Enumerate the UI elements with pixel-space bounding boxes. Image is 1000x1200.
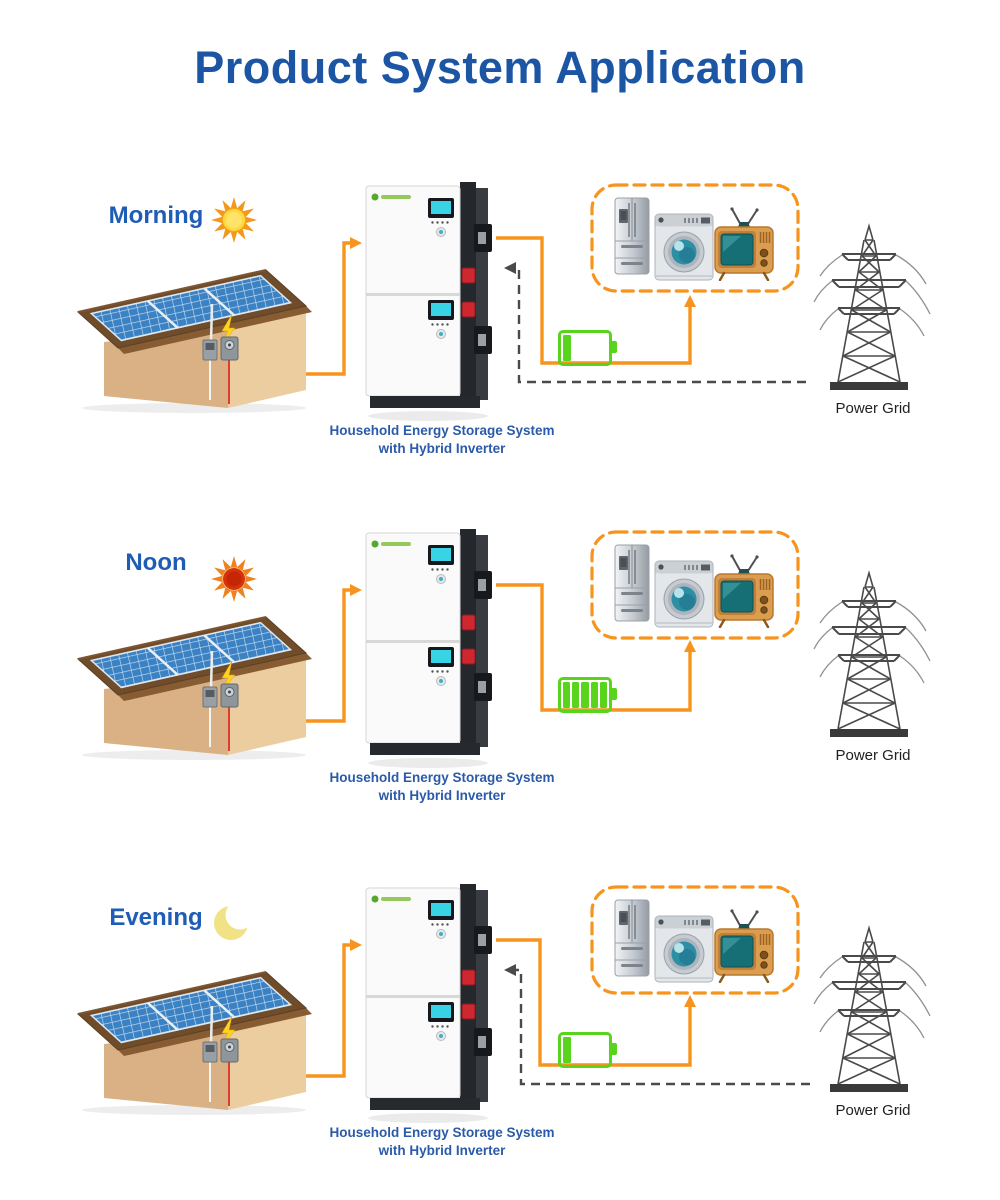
moon-icon	[210, 898, 258, 946]
washing-machine-icon	[654, 213, 714, 281]
arrow-grid-to-storage-evening	[504, 964, 810, 1086]
arrow-storage-to-appliances-morning	[496, 236, 696, 365]
sun-morning-icon	[210, 196, 258, 244]
time-label-evening: Evening	[109, 904, 203, 931]
scene-noon: Noon Household Energy Storage System wit…	[0, 517, 1000, 829]
arrow-house-to-storage-evening	[306, 939, 362, 1078]
battery-icon	[558, 1032, 617, 1068]
refrigerator-icon	[614, 197, 650, 277]
dashed-border	[590, 183, 800, 293]
energy-storage-icon	[362, 176, 504, 422]
house-solar-icon	[76, 944, 316, 1116]
dashed-border	[590, 885, 800, 995]
arrow-house-to-storage-noon	[306, 584, 362, 723]
page-title: Product System Application	[194, 42, 806, 93]
arrow-house-to-storage-morning	[306, 237, 362, 376]
house-solar-icon	[76, 589, 316, 761]
tv-icon	[714, 207, 774, 281]
caption-line2: with Hybrid Inverter	[378, 788, 506, 803]
home-appliances-group	[590, 885, 800, 995]
home-appliances-group	[590, 530, 800, 640]
time-label-morning: Morning	[108, 202, 204, 229]
caption-line2: with Hybrid Inverter	[378, 441, 506, 456]
arrow-storage-to-appliances-evening	[496, 938, 696, 1067]
power-grid-label: Power Grid	[835, 400, 911, 417]
home-appliances-group	[590, 183, 800, 293]
storage-caption: Household Energy Storage System with Hyb…	[310, 1124, 574, 1160]
power-grid-tower-icon	[812, 920, 932, 1100]
caption-line1: Household Energy Storage System	[329, 1125, 555, 1140]
storage-caption: Household Energy Storage System with Hyb…	[310, 769, 574, 805]
arrow-grid-to-storage-morning	[504, 262, 806, 384]
battery-icon	[558, 330, 617, 366]
energy-storage-icon	[362, 523, 504, 769]
caption-line2: with Hybrid Inverter	[378, 1143, 506, 1158]
power-grid-label: Power Grid	[835, 1102, 911, 1119]
power-grid-label: Power Grid	[835, 747, 911, 764]
power-grid-tower-icon	[812, 218, 932, 398]
washing-machine-icon	[654, 915, 714, 983]
washing-machine-icon	[654, 560, 714, 628]
storage-caption: Household Energy Storage System with Hyb…	[310, 422, 574, 458]
power-grid-tower-icon	[812, 565, 932, 745]
tv-icon	[714, 554, 774, 628]
scene-morning: Morning Household Energy Storage System …	[0, 170, 1000, 482]
refrigerator-icon	[614, 544, 650, 624]
time-label-noon: Noon	[125, 549, 187, 576]
caption-line1: Household Energy Storage System	[329, 423, 555, 438]
caption-line1: Household Energy Storage System	[329, 770, 555, 785]
dashed-border	[590, 530, 800, 640]
scene-evening: Evening Household Energy Storage System …	[0, 872, 1000, 1184]
tv-icon	[714, 909, 774, 983]
battery-icon	[558, 677, 617, 713]
refrigerator-icon	[614, 899, 650, 979]
energy-storage-icon	[362, 878, 504, 1124]
house-solar-icon	[76, 242, 316, 414]
arrow-storage-to-appliances-noon	[496, 583, 696, 712]
